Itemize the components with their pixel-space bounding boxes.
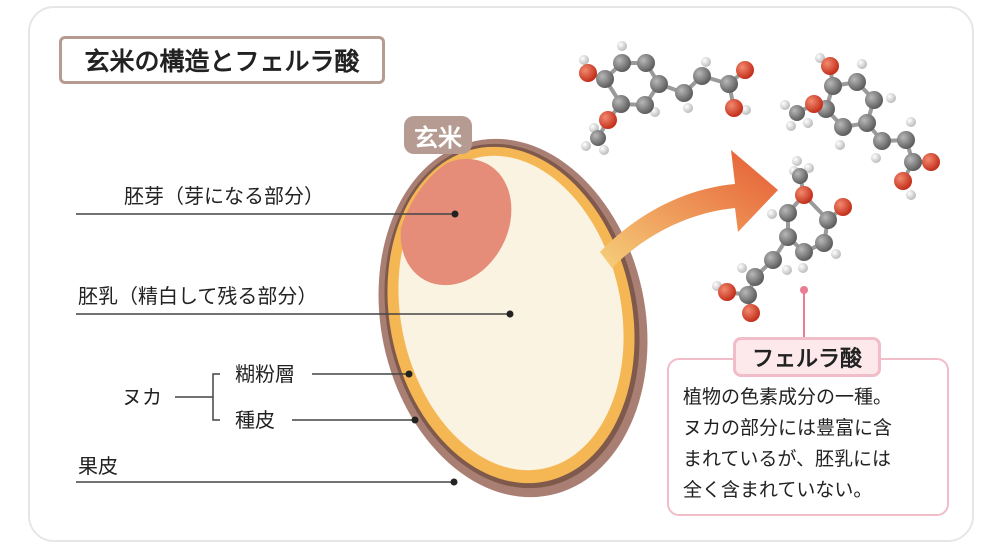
label-seed-coat: 種皮 <box>235 408 275 432</box>
label-germ: 胚芽（芽になる部分） <box>124 184 324 208</box>
label-endosperm: 胚乳（精白して残る部分） <box>78 284 318 308</box>
description-line: まれているが、胚乳には <box>683 448 892 470</box>
label-aleurone: 糊粉層 <box>235 362 295 386</box>
label-nuka: ヌカ <box>122 385 162 409</box>
label-pericarp: 果皮 <box>78 454 118 478</box>
ferulic-acid-label: フェルラ酸 <box>733 337 881 377</box>
germ <box>400 158 512 286</box>
ferulic-acid-molecule-3 <box>712 156 852 322</box>
ferulic-acid-molecule-1 <box>579 41 754 155</box>
description-line: 全く含まれていない。 <box>683 479 873 501</box>
description-line: 植物の色素成分の一種。 <box>683 386 893 408</box>
ferulic-arrow <box>600 150 778 268</box>
ferulic-description-box: 植物の色素成分の一種。 ヌカの部分には豊富に含 まれているが、胚乳には 全く含ま… <box>667 358 949 516</box>
diagram-title: 玄米の構造とフェルラ酸 <box>59 36 385 84</box>
description-line: ヌカの部分には豊富に含 <box>683 417 893 439</box>
ferulic-acid-molecule-2 <box>780 53 940 200</box>
genmai-badge: 玄米 <box>404 116 472 154</box>
